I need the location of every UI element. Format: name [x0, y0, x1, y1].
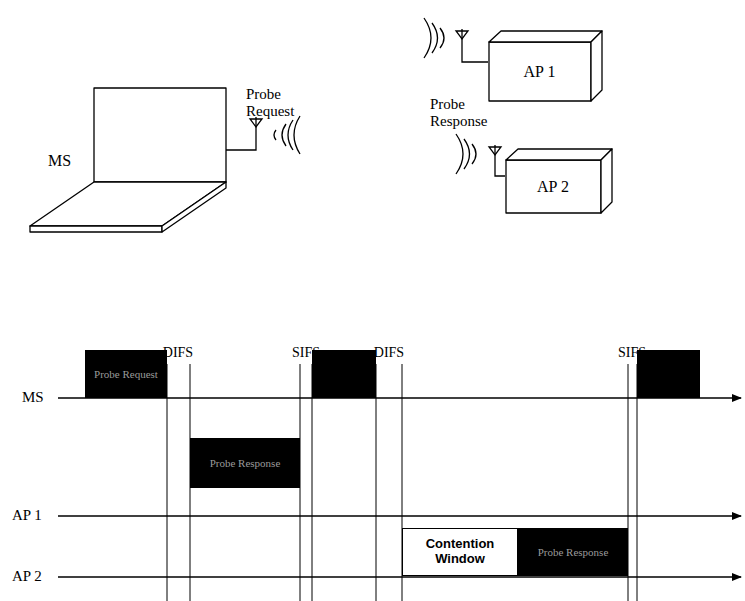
- laptop-side: [162, 182, 226, 232]
- text-area: Probe Response: [190, 438, 300, 488]
- box-text: Contention Window: [407, 537, 513, 567]
- antenna-wire: [226, 126, 256, 150]
- ack-frame: [312, 350, 376, 398]
- contention-window-box: Contention Window: [402, 528, 518, 576]
- box-text: Probe Response: [210, 457, 281, 470]
- antenna-wire: [462, 38, 488, 62]
- text-area: AP 2: [505, 160, 601, 214]
- timeline-label: AP 1: [12, 507, 56, 524]
- access-point-box: AP 1: [488, 30, 603, 102]
- interval-line: [312, 364, 313, 601]
- timeline-label: AP 2: [12, 568, 56, 585]
- interval-line: [637, 364, 638, 601]
- radio-wave: [456, 134, 463, 174]
- ack-frame: [637, 350, 700, 398]
- timeline: [58, 515, 741, 516]
- radio-wave: [282, 124, 286, 146]
- radio-wave: [432, 23, 438, 53]
- box-text: Probe Response: [538, 546, 609, 559]
- radio-wave: [274, 130, 276, 140]
- frame-box: Probe Request: [85, 350, 167, 398]
- timeline-label: MS: [22, 389, 56, 406]
- box-front: [489, 42, 591, 101]
- text-area: AP 1: [488, 42, 591, 102]
- message-label: Probe Response: [430, 96, 498, 131]
- antenna-mast: [494, 145, 495, 155]
- text-area: Probe Request: [85, 350, 167, 398]
- box-side: [601, 149, 612, 213]
- radio-wave: [294, 116, 300, 154]
- text-area: Probe Response: [518, 528, 628, 576]
- timeline: [58, 576, 741, 577]
- frame-box: Probe Response: [190, 438, 300, 488]
- radio-wave: [288, 120, 293, 150]
- access-point-box: AP 2: [505, 148, 613, 214]
- interval-label: DIFS: [153, 345, 203, 361]
- interval-line: [376, 364, 377, 601]
- box-front: [506, 160, 601, 213]
- frame-box: Probe Response: [518, 528, 628, 576]
- laptop-front: [30, 226, 162, 232]
- station-label: MS: [48, 152, 88, 170]
- laptop-lid: [94, 88, 226, 182]
- message-label: Probe Request: [246, 86, 310, 121]
- box-text: AP 1: [524, 63, 556, 81]
- text-area: Contention Window: [403, 529, 517, 575]
- interval-label: DIFS: [364, 345, 414, 361]
- radio-wave: [440, 28, 444, 48]
- box-top: [506, 149, 612, 160]
- antenna-wire: [495, 154, 505, 176]
- radio-wave: [464, 139, 470, 169]
- box-side: [591, 31, 602, 101]
- interval-line: [167, 364, 168, 601]
- interval-label: SIFS: [607, 345, 657, 361]
- box-top: [489, 31, 602, 42]
- antenna-mast: [461, 29, 462, 39]
- interval-label: SIFS: [281, 345, 331, 361]
- radio-wave: [472, 144, 476, 164]
- radio-wave: [424, 18, 431, 58]
- box-text: Probe Request: [94, 368, 158, 381]
- box-text: AP 2: [537, 178, 569, 196]
